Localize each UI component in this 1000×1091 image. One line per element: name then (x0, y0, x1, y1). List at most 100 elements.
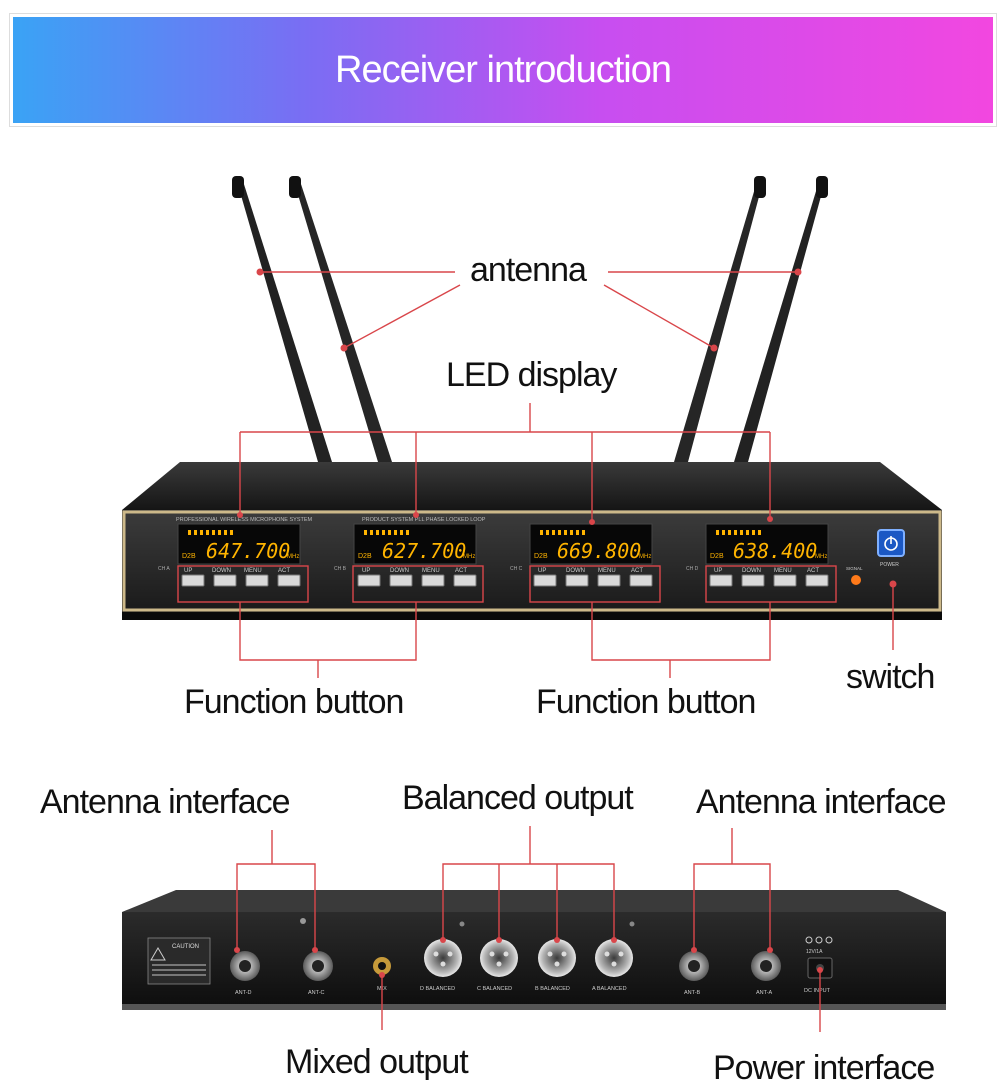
panel-header-right: PRODUCT SYSTEM PLL PHASE LOCKED LOOP (362, 517, 486, 523)
front-callout-dots (237, 268, 897, 588)
svg-text:UP: UP (714, 568, 722, 574)
ant-d-port[interactable]: ANT-D (230, 951, 260, 996)
up-button-c[interactable] (533, 574, 557, 587)
menu-button-a[interactable] (245, 574, 269, 587)
channel-module-c: 669.800 D2B MHz CH C UP DOWN MENU ACT (510, 523, 653, 587)
rear-callout-dots (234, 937, 823, 978)
svg-text:12V/1A: 12V/1A (806, 949, 823, 955)
freq-readout-d: 638.400 (733, 539, 817, 563)
svg-text:DOWN: DOWN (390, 568, 409, 574)
rear-callout-lines (236, 826, 821, 1032)
panel-header-left: PROFESSIONAL WIRELESS MICROPHONE SYSTEM (176, 517, 313, 523)
function-button-label-left: Function button (184, 683, 404, 721)
act-button-d[interactable] (805, 574, 829, 587)
svg-text:C BALANCED: C BALANCED (477, 986, 512, 992)
balanced-a-port[interactable]: A BALANCED (592, 939, 633, 992)
svg-text:ANT-A: ANT-A (756, 990, 773, 996)
down-button-c[interactable] (565, 574, 589, 587)
act-button-b[interactable] (453, 574, 477, 587)
power-interface-label: Power interface (713, 1049, 935, 1087)
page-title: Receiver introduction (335, 49, 672, 91)
svg-text:UP: UP (184, 568, 192, 574)
svg-text:ANT-D: ANT-D (235, 990, 252, 996)
balanced-b-port[interactable]: B BALANCED (535, 939, 576, 992)
svg-text:D2B: D2B (710, 553, 724, 560)
svg-text:MHz: MHz (463, 554, 475, 560)
channel-module-a: 647.700 D2B MHz CH A UP DOWN MENU ACT (158, 523, 301, 587)
banner: Receiver introduction (0, 0, 1000, 140)
svg-text:POWER: POWER (880, 562, 899, 568)
antenna-interface-label-right: Antenna interface (696, 783, 947, 821)
svg-text:MHz: MHz (815, 554, 827, 560)
balanced-c-port[interactable]: C BALANCED (477, 939, 518, 992)
svg-text:CAUTION: CAUTION (172, 944, 199, 950)
receiver-rear: CAUTION (122, 890, 946, 1010)
balanced-d-port[interactable]: D BALANCED (420, 939, 462, 992)
freq-readout-c: 669.800 (557, 539, 641, 563)
ant-a-port[interactable]: ANT-A (751, 951, 781, 996)
signal-led (851, 575, 861, 585)
balanced-output-label: Balanced output (402, 779, 634, 817)
power-switch[interactable]: POWER (877, 529, 905, 568)
menu-button-d[interactable] (773, 574, 797, 587)
antenna-right-outer (734, 176, 828, 462)
title-bar: Receiver introduction (10, 14, 996, 126)
svg-text:ACT: ACT (807, 568, 819, 574)
svg-text:MENU: MENU (598, 568, 616, 574)
antenna-left-inner (289, 176, 392, 462)
ant-c-port[interactable]: ANT-C (303, 951, 333, 996)
svg-text:UP: UP (362, 568, 370, 574)
antenna-label: antenna (470, 251, 587, 289)
antenna-interface-label-left: Antenna interface (40, 783, 291, 821)
svg-text:B BALANCED: B BALANCED (535, 986, 570, 992)
svg-text:ANT-B: ANT-B (684, 990, 701, 996)
caution-label: CAUTION (147, 937, 211, 985)
svg-text:MENU: MENU (774, 568, 792, 574)
svg-text:ANT-C: ANT-C (308, 990, 325, 996)
svg-text:DOWN: DOWN (212, 568, 231, 574)
function-button-label-right: Function button (536, 683, 756, 721)
ant-b-port[interactable]: ANT-B (679, 951, 709, 996)
svg-text:DOWN: DOWN (742, 568, 761, 574)
antenna-left-outer (232, 176, 332, 462)
svg-text:CH D: CH D (686, 566, 699, 572)
down-button-a[interactable] (213, 574, 237, 587)
mixed-output-label: Mixed output (285, 1043, 469, 1081)
svg-text:MHz: MHz (639, 554, 651, 560)
front-callout-lines (177, 271, 894, 678)
up-button-b[interactable] (357, 574, 381, 587)
svg-text:UP: UP (538, 568, 546, 574)
svg-text:D2B: D2B (182, 553, 196, 560)
svg-text:CH C: CH C (510, 566, 523, 572)
svg-text:SIGNAL: SIGNAL (846, 566, 863, 571)
svg-text:MHz: MHz (287, 554, 299, 560)
channel-module-b: 627.700 D2B MHz CH B UP DOWN MENU ACT (334, 523, 477, 587)
act-button-c[interactable] (629, 574, 653, 587)
svg-text:ACT: ACT (631, 568, 643, 574)
svg-text:DOWN: DOWN (566, 568, 585, 574)
svg-text:ACT: ACT (278, 568, 290, 574)
freq-readout-b: 627.700 (382, 539, 466, 563)
svg-text:D2B: D2B (358, 553, 372, 560)
menu-button-b[interactable] (421, 574, 445, 587)
up-button-d[interactable] (709, 574, 733, 587)
switch-label: switch (846, 658, 935, 696)
svg-text:D2B: D2B (534, 553, 548, 560)
svg-text:D BALANCED: D BALANCED (420, 986, 455, 992)
led-display-label: LED display (446, 356, 617, 394)
act-button-a[interactable] (277, 574, 301, 587)
up-button-a[interactable] (181, 574, 205, 587)
svg-text:CH A: CH A (158, 566, 170, 572)
svg-text:A BALANCED: A BALANCED (592, 986, 627, 992)
svg-text:MENU: MENU (422, 568, 440, 574)
svg-text:ACT: ACT (455, 568, 467, 574)
antenna-right-inner (674, 176, 766, 462)
down-button-b[interactable] (389, 574, 413, 587)
svg-text:CH B: CH B (334, 566, 347, 572)
freq-readout-a: 647.700 (206, 539, 290, 563)
menu-button-c[interactable] (597, 574, 621, 587)
svg-text:MENU: MENU (244, 568, 262, 574)
down-button-d[interactable] (741, 574, 765, 587)
channel-module-d: 638.400 D2B MHz CH D UP DOWN MENU ACT (686, 523, 829, 587)
svg-text:DC INPUT: DC INPUT (804, 988, 831, 994)
